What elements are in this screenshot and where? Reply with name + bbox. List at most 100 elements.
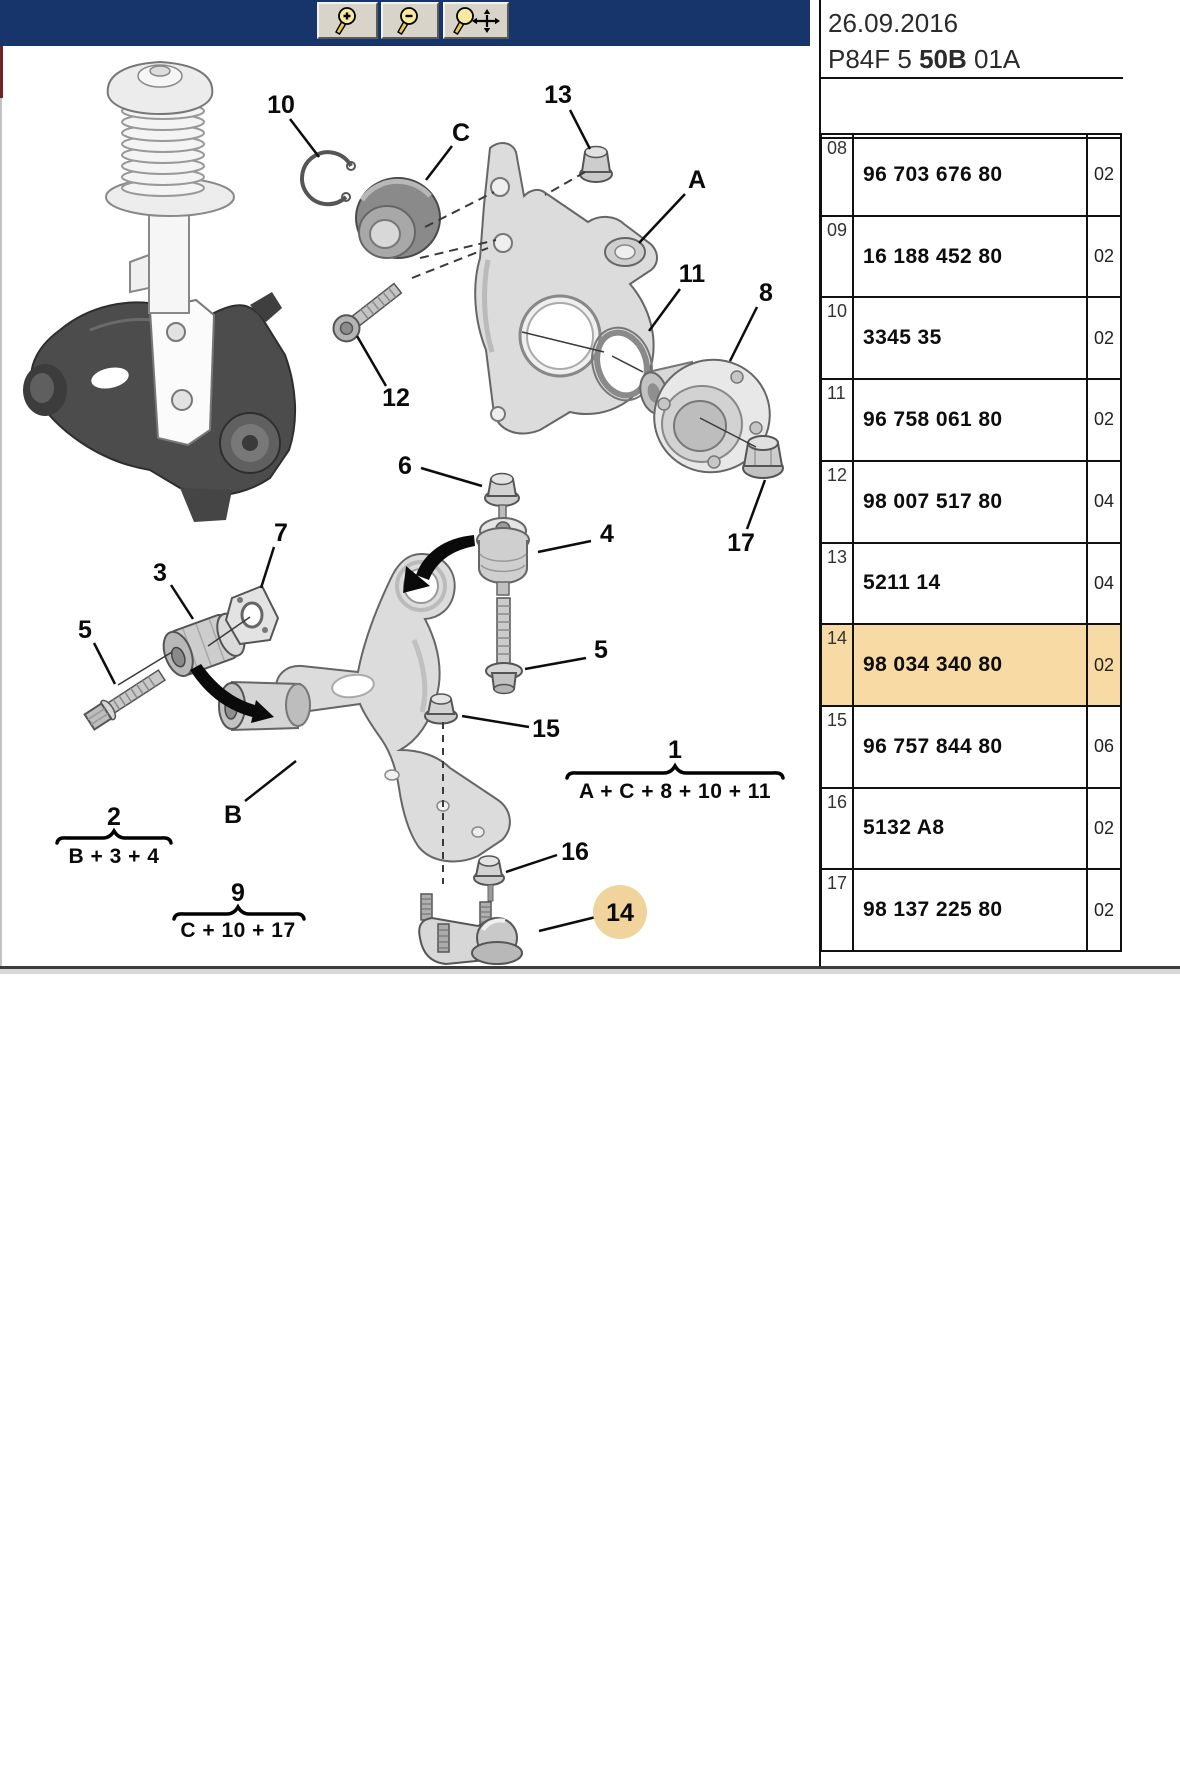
part-number[interactable]: 5132 A8 bbox=[863, 816, 945, 840]
leader-line bbox=[169, 584, 195, 620]
callout-12[interactable]: 12 bbox=[355, 335, 410, 412]
zoom-pan-button[interactable] bbox=[443, 2, 509, 39]
insertion-arrow-bushing-3 bbox=[190, 664, 274, 723]
strut-assembly[interactable] bbox=[105, 60, 235, 447]
ring-11[interactable] bbox=[583, 320, 661, 408]
zoom-in-button[interactable] bbox=[317, 2, 378, 39]
bolt-5-right[interactable] bbox=[485, 597, 523, 695]
table-row[interactable]: 11 96 758 061 80 02 bbox=[822, 378, 1120, 460]
callout-label[interactable]: 8 bbox=[759, 279, 773, 307]
part-quantity: 04 bbox=[1086, 543, 1120, 624]
nut-13[interactable] bbox=[579, 145, 613, 183]
group-label[interactable]: 1 bbox=[668, 736, 682, 764]
page-code-main: 50B bbox=[919, 44, 967, 74]
nut-17[interactable] bbox=[742, 435, 784, 479]
table-row[interactable]: 17 98 137 225 80 02 bbox=[822, 868, 1120, 951]
callout-label[interactable]: 11 bbox=[679, 260, 706, 288]
callout-5[interactable]: 5 bbox=[524, 636, 608, 671]
callout-label[interactable]: C bbox=[452, 119, 470, 147]
part-number[interactable]: 98 034 340 80 bbox=[863, 653, 1003, 677]
part-number[interactable]: 98 007 517 80 bbox=[863, 489, 1003, 513]
callout-label[interactable]: 16 bbox=[561, 838, 589, 866]
callout-10[interactable]: 10 bbox=[267, 91, 320, 158]
hub[interactable] bbox=[636, 344, 786, 489]
group-label[interactable]: 2 bbox=[107, 803, 121, 831]
table-row[interactable]: 14 98 034 340 80 02 bbox=[822, 623, 1120, 705]
group-formula-text: B + 3 + 4 bbox=[69, 845, 160, 868]
callout-label[interactable]: 17 bbox=[727, 529, 755, 557]
callout-17[interactable]: 17 bbox=[727, 479, 767, 557]
bolt-12[interactable] bbox=[328, 278, 405, 347]
table-row[interactable]: 08 96 703 676 80 02 bbox=[822, 135, 1120, 215]
leader-line bbox=[289, 118, 320, 158]
callout-label[interactable]: 5 bbox=[78, 616, 92, 644]
callout-label[interactable]: 12 bbox=[382, 384, 410, 412]
bushing-4[interactable] bbox=[476, 504, 530, 596]
callout-label[interactable]: 15 bbox=[532, 715, 560, 743]
callout-label[interactable]: 5 bbox=[594, 636, 608, 664]
callout-label[interactable]: A bbox=[688, 166, 706, 194]
bolt-5-left[interactable] bbox=[83, 666, 168, 731]
nut-16[interactable] bbox=[473, 855, 505, 902]
table-row[interactable]: 13 5211 14 04 bbox=[822, 541, 1120, 624]
wheel-bearing[interactable] bbox=[355, 177, 441, 259]
leader-line bbox=[537, 539, 592, 554]
callout-label[interactable]: 14 bbox=[606, 899, 634, 927]
part-quantity: 02 bbox=[1086, 380, 1120, 460]
part-number[interactable]: 3345 35 bbox=[863, 326, 942, 350]
part-number[interactable]: 96 703 676 80 bbox=[863, 162, 1003, 186]
callout-label[interactable]: 4 bbox=[600, 520, 614, 548]
magnifier-plus-icon bbox=[334, 6, 356, 35]
callout-label[interactable]: 7 bbox=[274, 519, 288, 547]
part-number[interactable]: 96 758 061 80 bbox=[863, 407, 1003, 431]
row-number: 16 bbox=[822, 788, 854, 869]
table-row[interactable]: 09 16 188 452 80 02 bbox=[822, 214, 1120, 297]
group-brace bbox=[55, 827, 173, 845]
circlip[interactable] bbox=[300, 150, 356, 207]
callout-A[interactable]: A bbox=[638, 166, 706, 244]
callout-8[interactable]: 8 bbox=[728, 279, 773, 362]
callout-14[interactable]: 14 bbox=[538, 885, 647, 939]
group-brace bbox=[172, 903, 306, 921]
table-row[interactable]: 16 5132 A8 02 bbox=[822, 786, 1120, 869]
part-quantity: 02 bbox=[1086, 625, 1120, 705]
callout-C[interactable]: C bbox=[425, 119, 470, 181]
callout-label[interactable]: 3 bbox=[153, 559, 167, 587]
table-row[interactable]: 15 96 757 844 80 06 bbox=[822, 704, 1120, 787]
bushing-3[interactable] bbox=[158, 609, 250, 680]
part-number[interactable]: 96 757 844 80 bbox=[863, 734, 1003, 758]
table-row[interactable]: 10 3345 35 02 bbox=[822, 296, 1120, 379]
part-number[interactable]: 98 137 225 80 bbox=[863, 898, 1003, 922]
nut-6[interactable] bbox=[484, 472, 520, 507]
bracket-7[interactable] bbox=[224, 584, 280, 646]
callout-label[interactable]: 10 bbox=[267, 91, 295, 119]
group-label[interactable]: 9 bbox=[231, 879, 245, 907]
zoom-out-button[interactable] bbox=[381, 2, 439, 39]
row-number: 09 bbox=[822, 216, 854, 297]
callout-label[interactable]: B bbox=[224, 801, 242, 829]
part-number[interactable]: 16 188 452 80 bbox=[863, 244, 1003, 268]
callout-11[interactable]: 11 bbox=[647, 260, 706, 332]
leader-line bbox=[745, 479, 767, 530]
callout-label[interactable]: 6 bbox=[398, 452, 412, 480]
toolbar bbox=[0, 0, 810, 46]
callout-3[interactable]: 3 bbox=[153, 559, 195, 620]
group-formula-1: 1A + C + 8 + 10 + 11 bbox=[565, 736, 785, 803]
callout-4[interactable]: 4 bbox=[537, 520, 614, 554]
assembled-suspension-unit[interactable] bbox=[23, 292, 297, 522]
table-row[interactable]: 12 98 007 517 80 04 bbox=[822, 459, 1120, 542]
callout-label[interactable]: 13 bbox=[544, 81, 572, 109]
ball-joint[interactable] bbox=[418, 893, 523, 966]
callout-13[interactable]: 13 bbox=[544, 81, 592, 150]
callout-15[interactable]: 15 bbox=[461, 714, 560, 743]
callout-16[interactable]: 16 bbox=[505, 838, 589, 874]
callout-B[interactable]: B bbox=[224, 760, 297, 829]
row-number: 13 bbox=[822, 543, 854, 624]
callout-7[interactable]: 7 bbox=[259, 519, 288, 589]
leader-line bbox=[92, 642, 117, 685]
callout-5[interactable]: 5 bbox=[78, 616, 117, 685]
part-quantity: 02 bbox=[1086, 788, 1120, 869]
part-number[interactable]: 5211 14 bbox=[863, 571, 941, 595]
callout-6[interactable]: 6 bbox=[398, 452, 483, 488]
nut-15[interactable] bbox=[424, 693, 458, 725]
